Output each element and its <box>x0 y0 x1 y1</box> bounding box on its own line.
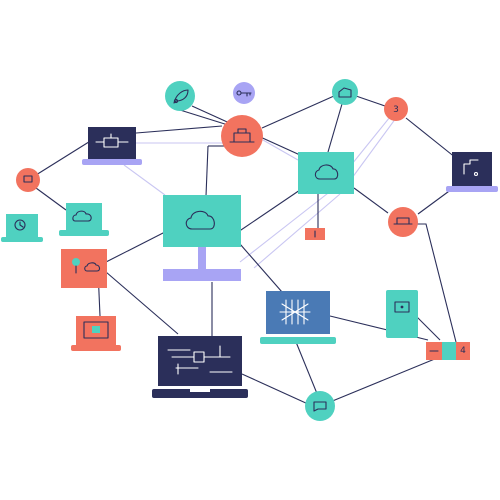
link-blue-laptop-to-bubble <box>295 341 319 397</box>
central-monitor[interactable] <box>163 195 241 281</box>
teal-laptop-left-base <box>59 230 109 236</box>
central-monitor-stand <box>198 247 206 271</box>
link-lock-to-cloud-bubble <box>261 95 335 129</box>
blue-laptop[interactable] <box>260 291 336 344</box>
link-tablet-to-strip <box>415 315 441 341</box>
status-dot-icon <box>72 258 80 266</box>
monitor-icon <box>23 175 33 183</box>
network-icon <box>95 133 129 148</box>
central-monitor-base <box>163 269 241 281</box>
chat-bubble-circle <box>305 391 335 421</box>
badge-node-3[interactable]: 3 <box>384 97 408 121</box>
lock-icon <box>229 128 255 143</box>
blue-laptop-base <box>260 337 336 344</box>
cloud-icon <box>84 262 101 272</box>
navy-laptop-center-base <box>152 389 248 398</box>
teal-laptop-far-left-screen <box>6 214 38 237</box>
chat-bubble-node[interactable] <box>305 391 335 421</box>
link-monitor-to-cloud-box-a <box>239 189 333 263</box>
link-laptop-to-monitor <box>123 164 166 196</box>
badge-3-label: 3 <box>393 105 399 115</box>
link-lock-to-cloud-box <box>262 139 299 161</box>
navy-laptop-right-base <box>446 186 498 192</box>
link-small-coral-to-teal-laptop <box>35 187 67 211</box>
link-monitor-to-cloud-box-b <box>253 193 341 269</box>
link-cloud-bubble-to-cloud-box <box>327 103 343 153</box>
cloud-icon <box>314 164 339 180</box>
key-icon <box>236 90 252 97</box>
badge-3-circle <box>384 97 408 121</box>
status-strip[interactable]: 4 <box>426 342 470 360</box>
link-leaf-to-lock <box>179 109 229 126</box>
link-monitor-to-blue-laptop <box>239 243 283 293</box>
teal-tablet-body <box>386 290 418 338</box>
teal-laptop-left-screen <box>66 203 102 230</box>
navy-laptop-center-screen <box>158 336 242 386</box>
cloud-icon <box>72 210 92 222</box>
coral-tag-node[interactable] <box>305 228 325 240</box>
teal-tablet[interactable] <box>386 290 418 338</box>
key-node[interactable] <box>233 82 255 104</box>
music-icon <box>463 159 479 177</box>
link-cloud-box-to-badge3-a <box>351 111 395 165</box>
coral-card-left-box <box>61 249 107 288</box>
cloud-bubble-circle <box>332 79 358 105</box>
central-monitor-screen <box>163 195 241 247</box>
cloud-bubble-node[interactable] <box>332 79 358 105</box>
leaf-node[interactable] <box>165 81 195 111</box>
link-cloud-bubble-to-badge3 <box>355 95 386 107</box>
cloud-icon <box>338 87 352 98</box>
link-coral-card-to-navy-laptop <box>105 271 179 335</box>
strip-badge-4-label: 4 <box>460 346 466 356</box>
node-graph-icon <box>279 299 311 325</box>
link-badge3-to-right-laptop <box>405 117 457 159</box>
teal-laptop-far-left[interactable] <box>1 214 43 242</box>
leaf-icon <box>173 89 189 104</box>
leaf-node-circle <box>165 81 195 111</box>
link-lock-to-monitor <box>205 145 209 197</box>
link-navy-laptop-to-bubble <box>241 373 309 405</box>
navy-laptop-right[interactable] <box>446 152 498 192</box>
coral-card-left[interactable] <box>61 249 107 288</box>
cloud-icon <box>185 210 215 230</box>
lock-node-right[interactable] <box>388 207 418 237</box>
link-coral-card-to-monitor <box>105 231 166 263</box>
link-monitor-to-cloud-box <box>237 189 301 233</box>
link-bubble-to-strip <box>329 355 443 403</box>
lock-node[interactable] <box>221 115 263 157</box>
status-strip-right <box>456 342 470 360</box>
lock-node-right-circle <box>388 207 418 237</box>
lock-icon <box>393 217 413 225</box>
chat-icon <box>313 401 327 412</box>
cloud-box <box>298 152 354 194</box>
navy-laptop-left-screen <box>88 127 136 159</box>
small-coral-node[interactable] <box>16 168 40 192</box>
monitor-icon <box>394 301 410 313</box>
teal-laptop-far-left-base <box>1 237 43 242</box>
flowchart-icon <box>167 345 233 375</box>
link-cloud-box-to-badge3-b <box>351 117 397 179</box>
cloud-box-node[interactable] <box>298 152 354 194</box>
lock-node-circle <box>221 115 263 157</box>
link-lock-right-to-strip <box>412 223 457 343</box>
dashboard-icon <box>83 321 109 339</box>
small-coral-circle <box>16 168 40 192</box>
link-cloud-box-to-lock-right <box>353 187 389 214</box>
coral-laptop-left[interactable] <box>71 316 121 351</box>
teal-laptop-left[interactable] <box>59 203 109 236</box>
status-strip-middle <box>442 342 456 360</box>
clock-icon <box>14 219 26 231</box>
connections <box>27 95 457 405</box>
navy-laptop-left[interactable] <box>82 127 142 165</box>
navy-laptop-center-notch <box>190 389 210 392</box>
link-laptop-to-lock-top <box>123 125 223 135</box>
navy-laptop-right-screen <box>452 152 492 186</box>
navy-laptop-center[interactable] <box>152 336 248 398</box>
coral-laptop-left-base <box>71 345 121 351</box>
link-small-coral-to-laptop <box>27 139 93 181</box>
navy-laptop-left-base <box>82 159 142 165</box>
